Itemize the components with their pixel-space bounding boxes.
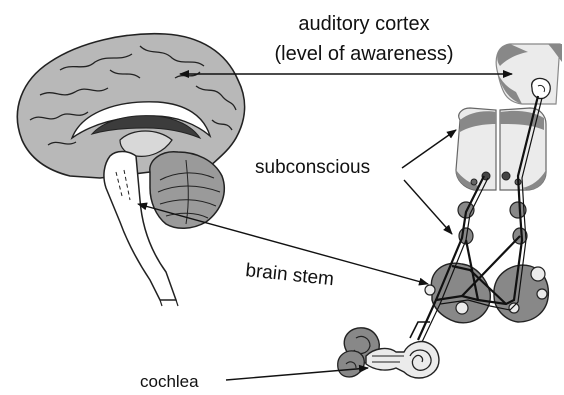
subconscious-arrow-upper [402,130,456,168]
auditory-cortex-label: auditory cortex [298,13,429,35]
subconscious-label: subconscious [255,157,370,178]
cochlea-illustration [338,328,439,378]
cochlea-label: cochlea [140,372,199,391]
brain-stem-label: brain stem [244,260,334,290]
awareness-level-label: (level of awareness) [275,43,454,65]
brainstem-section [425,263,548,323]
subconscious-arrow-lower [404,180,452,234]
